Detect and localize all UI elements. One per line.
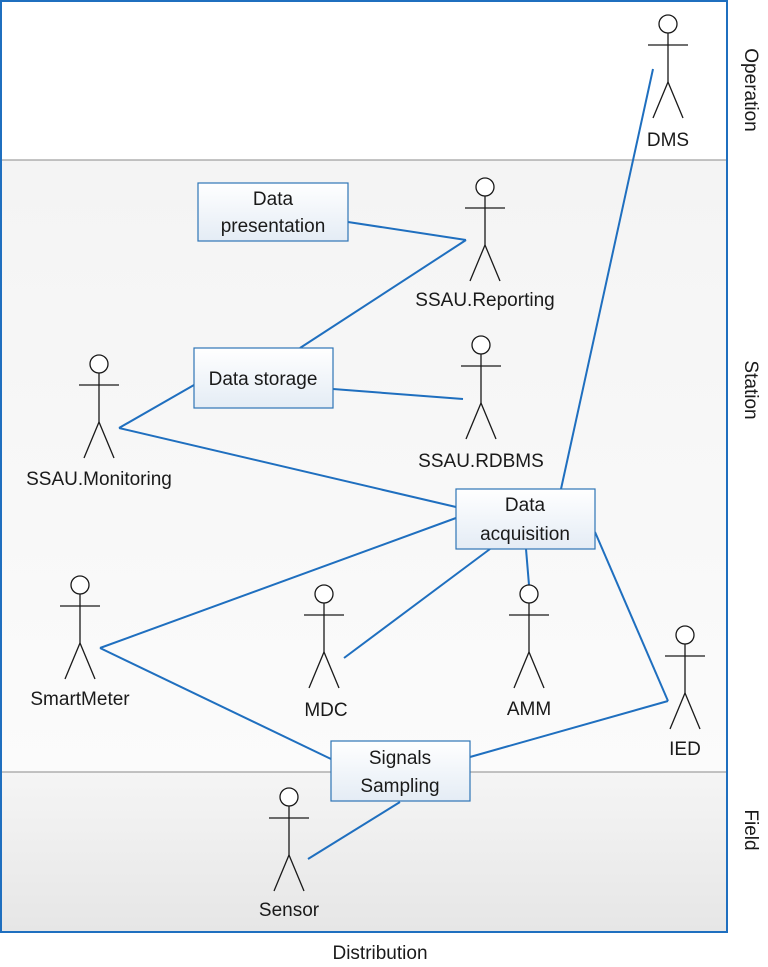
actor-ied[interactable]: IED <box>665 625 705 760</box>
actor-ssau-reporting[interactable]: SSAU.Reporting <box>415 177 555 311</box>
actor-label-sensor: Sensor <box>259 900 320 921</box>
actor-ssau-monitoring[interactable]: SSAU.Monitoring <box>26 354 172 490</box>
ssau-rdbms-stick-figure-icon <box>461 335 501 440</box>
connector-smartmeter-sampling <box>99 647 332 760</box>
smartmeter-stick-figure-icon <box>60 575 100 680</box>
mdc-stick-figure-icon <box>304 584 344 689</box>
connector-mdc-acquisition <box>343 548 491 659</box>
dms-stick-figure-icon <box>648 14 688 119</box>
actor-dms[interactable]: DMS <box>647 14 689 151</box>
sensor-stick-figure-icon <box>269 787 309 892</box>
actor-label-smartmeter: SmartMeter <box>30 689 130 710</box>
connector-sampling-ied <box>469 700 669 758</box>
connector-acquisition-ied <box>594 531 669 702</box>
use-case-data-presentation[interactable]: Data presentation <box>197 182 349 242</box>
ssau-reporting-stick-figure-icon <box>465 177 505 282</box>
data-acquisition-label-line1: Data <box>505 495 546 516</box>
actor-label-mdc: MDC <box>304 700 347 721</box>
station-lane <box>1 160 727 772</box>
data-acquisition-label-line2: acquisition <box>480 524 570 545</box>
connector-sensor-sampling <box>307 801 401 860</box>
connector-acquisition-dms <box>560 68 654 490</box>
lane-label-operation: Operation <box>740 48 761 131</box>
connector-storage-rdbms <box>332 388 464 400</box>
connector-amm-acquisition <box>525 548 530 586</box>
ssau-monitoring-stick-figure-icon <box>79 354 119 459</box>
actor-label-ssau-rdbms: SSAU.RDBMS <box>418 451 544 472</box>
actor-amm[interactable]: AMM <box>507 584 551 720</box>
actor-mdc[interactable]: MDC <box>304 584 348 721</box>
amm-stick-figure-icon <box>509 584 549 689</box>
connector-smartmeter-acquisition <box>99 517 457 649</box>
connector-storage-reporting <box>299 239 467 349</box>
actor-smartmeter[interactable]: SmartMeter <box>30 575 130 710</box>
actor-label-ied: IED <box>669 739 701 760</box>
actor-sensor[interactable]: Sensor <box>259 787 320 921</box>
actor-label-amm: AMM <box>507 699 551 720</box>
actor-label-ssau-monitoring: SSAU.Monitoring <box>26 469 172 490</box>
use-case-data-storage[interactable]: Data storage <box>193 347 334 409</box>
diagram-footer: Distribution <box>332 943 427 964</box>
use-case-signals-sampling[interactable]: Signals Sampling <box>330 740 471 802</box>
signals-sampling-label-line1: Signals <box>369 748 431 769</box>
actor-label-dms: DMS <box>647 130 689 151</box>
operation-lane <box>1 1 727 160</box>
actor-ssau-rdbms[interactable]: SSAU.RDBMS <box>418 335 544 472</box>
connector-monitoring-acquisition <box>118 427 457 508</box>
data-presentation-label-line1: Data <box>253 189 294 210</box>
connector-presentation-reporting <box>347 221 467 241</box>
data-storage-label: Data storage <box>209 369 318 390</box>
data-presentation-label-line2: presentation <box>221 216 326 237</box>
use-case-data-acquisition[interactable]: Data acquisition <box>455 488 596 550</box>
connections <box>99 68 669 860</box>
connector-monitoring-storage <box>118 384 195 429</box>
actor-label-ssau-reporting: SSAU.Reporting <box>415 290 554 311</box>
diagram-frame <box>0 0 728 933</box>
ied-stick-figure-icon <box>665 625 705 730</box>
signals-sampling-label-line2: Sampling <box>360 776 439 797</box>
lane-label-station: Station <box>740 360 761 419</box>
lane-label-field: Field <box>740 809 761 850</box>
